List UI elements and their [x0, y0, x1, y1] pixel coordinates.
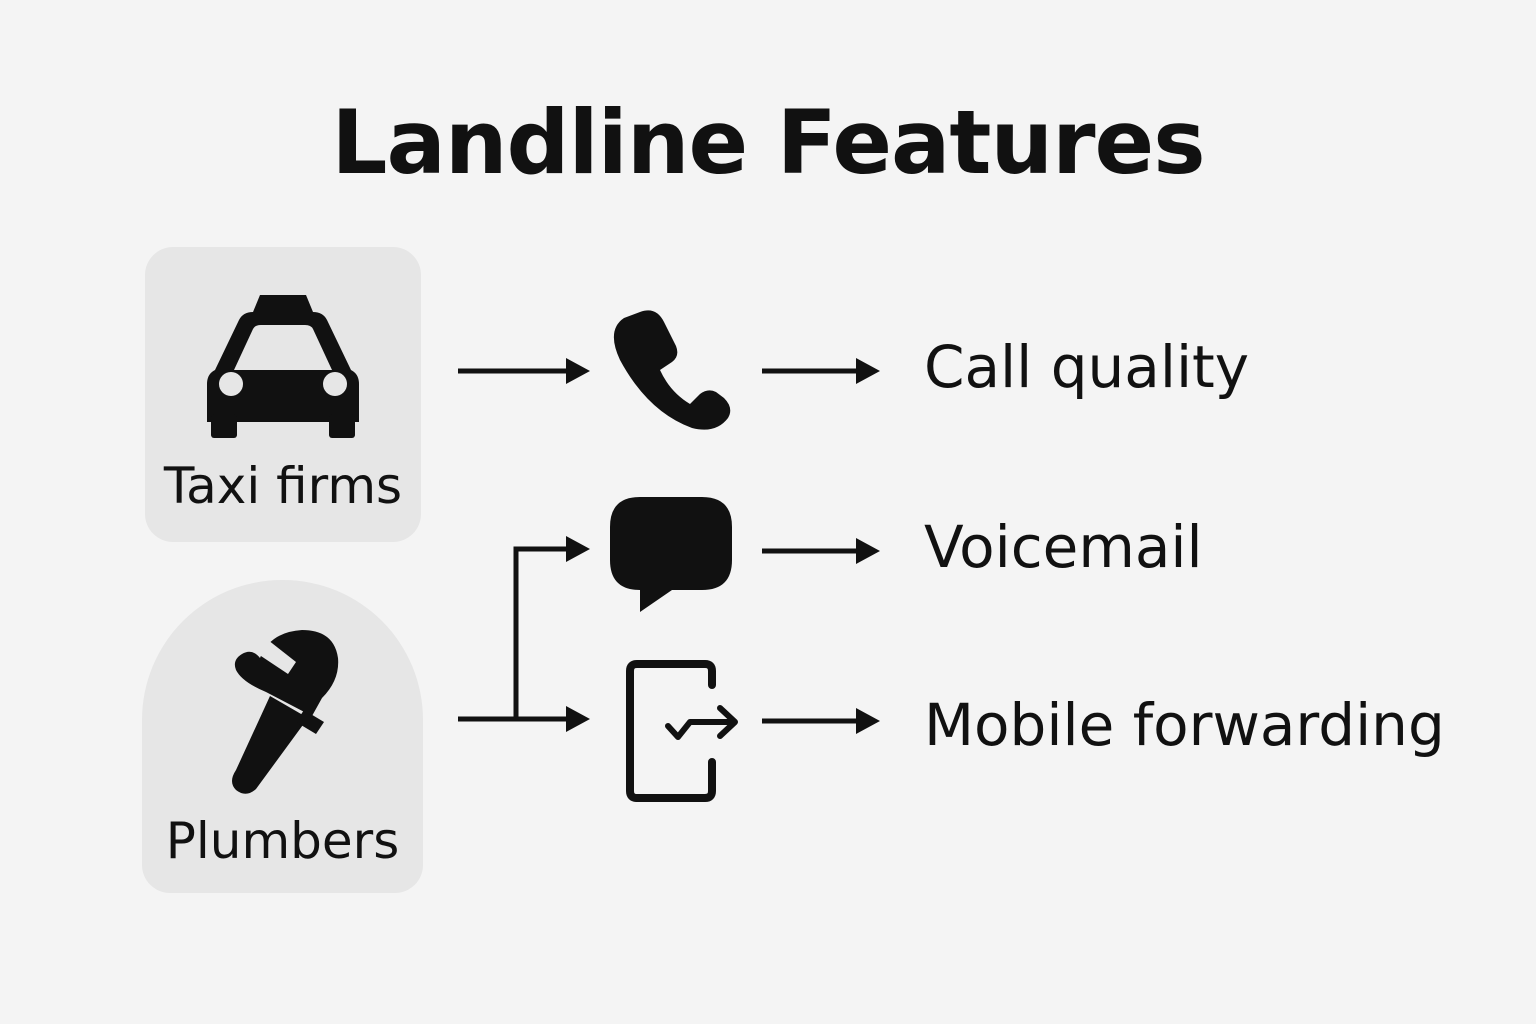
- source-label-plumbers: Plumbers: [165, 812, 400, 870]
- arrow-mobile-to-forwarding: [762, 708, 880, 734]
- feature-label-call-quality: Call quality: [924, 333, 1250, 401]
- wrench-icon: [232, 630, 339, 794]
- taxi-icon: [207, 295, 359, 438]
- arrow-phone-to-call-quality: [762, 358, 880, 384]
- arrow-bubble-to-voicemail: [762, 538, 880, 564]
- feature-label-mobile-forwarding: Mobile forwarding: [924, 691, 1445, 759]
- arrow-taxi-to-phone: [458, 358, 590, 384]
- source-card-taxi-firms: Taxi firms: [145, 247, 421, 542]
- phone-icon: [613, 310, 731, 430]
- mobile-forward-icon: [626, 660, 738, 802]
- speech-bubble-icon: [610, 497, 732, 612]
- page-title: Landline Features: [331, 91, 1205, 194]
- source-label-taxi-firms: Taxi firms: [163, 457, 403, 515]
- source-card-plumbers: Plumbers: [142, 580, 423, 893]
- feature-label-voicemail: Voicemail: [924, 513, 1203, 581]
- arrow-plumbers-branch: [458, 536, 590, 732]
